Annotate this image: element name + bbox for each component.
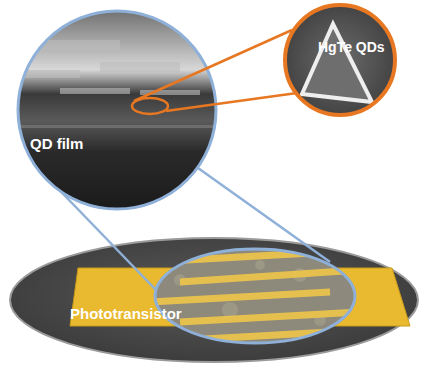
- tem-zoom-circle: HgTe QDs: [318, 38, 408, 64]
- sem-circle-label: QD film: [30, 135, 83, 152]
- device-label: Phototransistor: [70, 305, 182, 322]
- sem-zoom-circle: QD film: [30, 135, 180, 165]
- device-substrate: Phototransistor: [70, 305, 250, 335]
- tem-circle-label: HgTe QDs: [318, 39, 385, 55]
